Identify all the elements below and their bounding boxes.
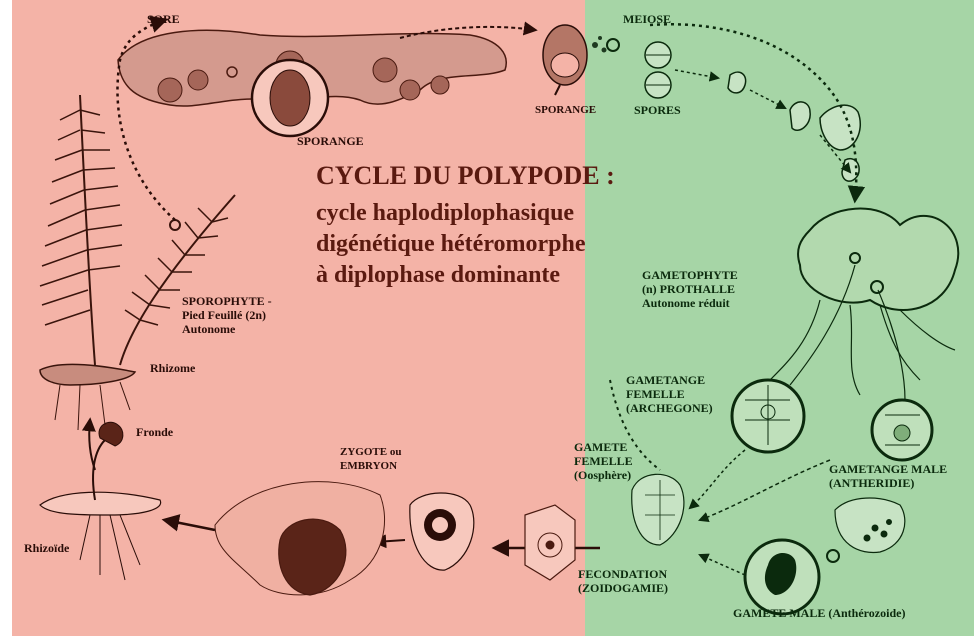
label-gamete-femelle-line2: FEMELLE xyxy=(574,455,633,469)
title-line2: cycle haplodiplophasique xyxy=(316,200,574,228)
gamete-male-detail xyxy=(745,540,819,614)
label-sporange-detail: SPORANGE xyxy=(297,135,364,149)
label-rhizome: Rhizome xyxy=(150,362,195,376)
label-sporange: SPORANGE xyxy=(535,104,596,117)
label-sporophyte-line1: SPOROPHYTE - xyxy=(182,295,272,309)
label-spores: SPORES xyxy=(634,104,681,118)
label-gamete-femelle-line3: (Oosphère) xyxy=(574,469,631,483)
label-fecondation-line2: (ZOIDOGAMIE) xyxy=(578,582,668,596)
label-gametange-male-line1: GAMETANGE MALE xyxy=(829,463,947,477)
label-zygote-line1: ZYGOTE ou xyxy=(340,446,401,459)
label-zygote-line2: EMBRYON xyxy=(340,460,397,473)
label-sore: SORE xyxy=(147,13,180,27)
label-gametange-male-line2: (ANTHERIDIE) xyxy=(829,477,914,491)
sporange-detail xyxy=(252,60,328,136)
label-gametange-femelle-line1: GAMETANGE xyxy=(626,374,705,388)
label-gamete-male: GAMETE MALE (Anthérozoide) xyxy=(733,607,905,621)
label-sporophyte-line3: Autonome xyxy=(182,323,235,337)
label-gamete-femelle-line1: GAMETE xyxy=(574,441,627,455)
label-gametophyte-line1: GAMETOPHYTE xyxy=(642,269,738,283)
label-gametophyte-line3: Autonome réduit xyxy=(642,297,730,311)
label-fecondation-line1: FECONDATION xyxy=(578,568,667,582)
archegone-detail xyxy=(732,380,804,452)
label-meiose: MEIOSE xyxy=(623,13,671,27)
label-gametange-femelle-line3: (ARCHEGONE) xyxy=(626,402,713,416)
label-fronde: Fronde xyxy=(136,426,173,440)
label-gametange-femelle-line2: FEMELLE xyxy=(626,388,685,402)
title-line3: digénétique hétéromorphe xyxy=(316,231,586,259)
title-line1: CYCLE DU POLYPODE : xyxy=(316,161,615,191)
label-rhizoide: Rhizoïde xyxy=(24,542,69,556)
antheridie-detail xyxy=(872,400,932,460)
label-gametophyte-line2: (n) PROTHALLE xyxy=(642,283,735,297)
title-line4: à diplophase dominante xyxy=(316,262,560,290)
label-sporophyte-line2: Pied Feuillé (2n) xyxy=(182,309,266,323)
